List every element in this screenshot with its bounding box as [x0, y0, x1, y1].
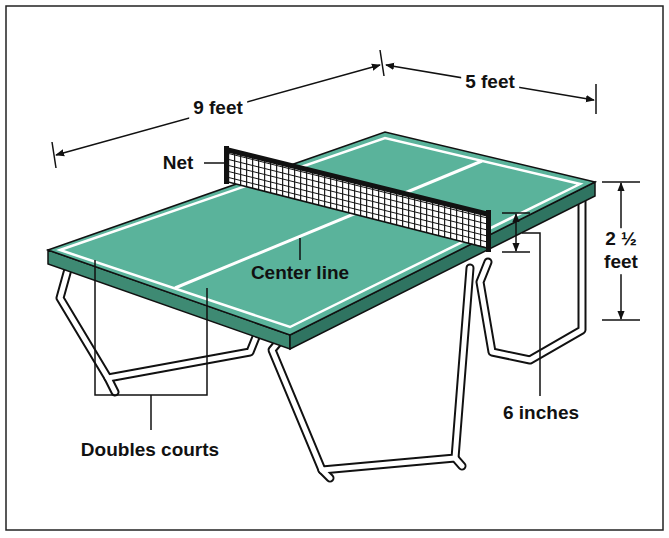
dimension-line [56, 65, 380, 155]
dimension-line [515, 214, 517, 251]
dimension-line [386, 65, 594, 100]
bracket [95, 260, 207, 395]
dimension-tick [595, 84, 597, 114]
net-post [224, 146, 229, 184]
net-band [228, 150, 487, 214]
table-border-line [60, 138, 580, 327]
net-post [486, 210, 491, 252]
dimension-tick [602, 181, 640, 183]
net [228, 150, 487, 248]
part-label: Center line [251, 262, 349, 285]
leader-line [299, 238, 301, 260]
dimension-label: 6 inches [503, 402, 579, 425]
dimension-tick [602, 319, 640, 321]
dimension-label: 5 feet [461, 71, 519, 94]
table-top [48, 132, 595, 335]
leader-line [204, 162, 226, 164]
dimension-label: 2 ½ feet [593, 228, 649, 274]
dimension-tick [52, 142, 56, 168]
part-label: Doubles courts [81, 439, 219, 462]
dimension-tick [380, 50, 384, 76]
frame [6, 6, 663, 530]
dimension-tick [502, 212, 530, 214]
dimension-label: 9 feet [189, 97, 247, 120]
leader-line [150, 395, 152, 430]
dimension-tick [502, 251, 530, 253]
leader-line [522, 233, 540, 396]
part-label: Net [163, 152, 194, 175]
